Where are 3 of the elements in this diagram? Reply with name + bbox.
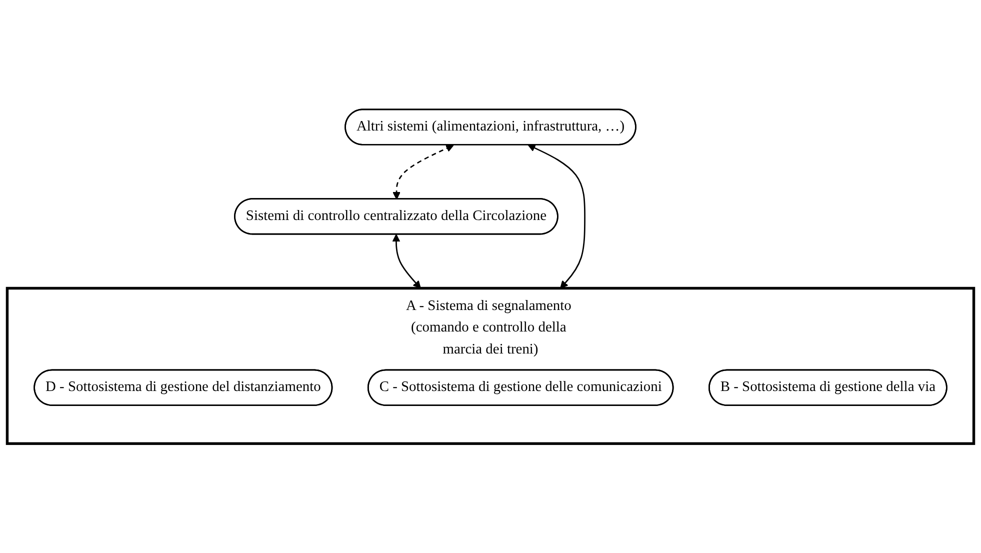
arrow	[392, 144, 454, 200]
arrow	[392, 234, 421, 289]
arrow	[528, 144, 586, 289]
